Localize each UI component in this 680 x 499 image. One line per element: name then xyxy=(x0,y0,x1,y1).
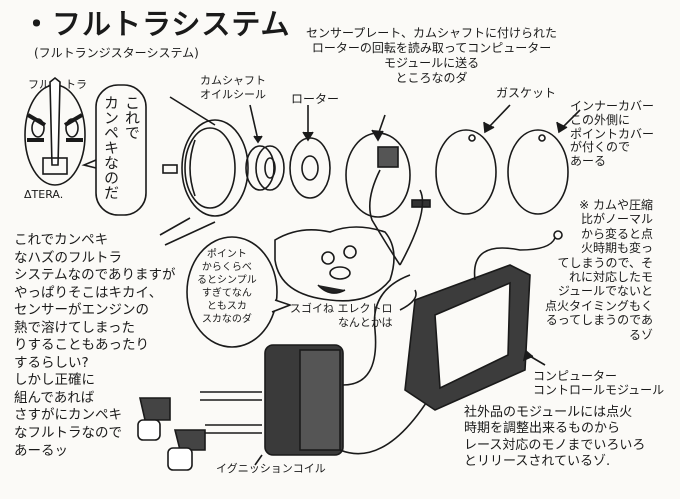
inner-cover-drawing xyxy=(507,109,581,215)
rotor-drawing xyxy=(289,105,331,199)
mask-maker-label: ΔTERA. xyxy=(24,188,64,201)
oil-seal-label: カムシャフト オイルシール xyxy=(200,74,266,101)
page-title: ・フルトラシステム xyxy=(22,7,291,41)
pig-character-drawing xyxy=(274,226,395,302)
bottom-note: 社外品のモジュールには点火 時期を調整出来るものから レース対応のモノまでいろい… xyxy=(464,405,646,469)
pig-bubble-text: ポイント からくらべ るとシンプル すぎてなん ともスカ スカなのダ xyxy=(197,249,257,325)
oil-seal-drawing xyxy=(245,104,285,191)
left-note: これでカンペキ なハズのフルトラ システムなのでありますが やっぱりそこはキカイ… xyxy=(14,232,176,459)
page-subtitle: (フルトランジスターシステム) xyxy=(34,46,199,60)
sensor-plate-label: センサープレート、カムシャフトに付けられた ローターの回転を読み取ってコンピュー… xyxy=(306,26,558,85)
ultraman-mask-drawing xyxy=(24,76,86,186)
control-module-drawing xyxy=(399,189,563,411)
mask-label-left: フル xyxy=(28,78,50,91)
right-note: ※ カムや圧縮 比がノーマル から変ると点 火時期も変っ てしまうので、そ れに… xyxy=(545,198,654,342)
rotor-label: ローター xyxy=(291,92,340,106)
sensor-plate-drawing xyxy=(345,114,431,266)
pig-caption: スゴイね エレクトロ なんとかは xyxy=(290,302,393,329)
gasket-drawing xyxy=(435,104,511,215)
mask-speech-bubble xyxy=(95,84,147,216)
gasket-label: ガスケット xyxy=(496,86,557,100)
mask-label-right: トラ xyxy=(65,78,87,91)
ignition-coil-drawing xyxy=(137,274,441,471)
distributor-housing-drawing xyxy=(159,96,249,236)
ignition-coil-label: イグニッションコイル xyxy=(216,462,326,475)
mask-bubble-text: これで カンペキなのだ xyxy=(102,95,141,200)
inner-cover-label: インナーカバー この外側に ポイントカバー が付くので あーる xyxy=(570,99,655,169)
module-label: コンピューター コントロールモジュール xyxy=(533,369,665,397)
pig-speech-bubble xyxy=(186,236,293,348)
